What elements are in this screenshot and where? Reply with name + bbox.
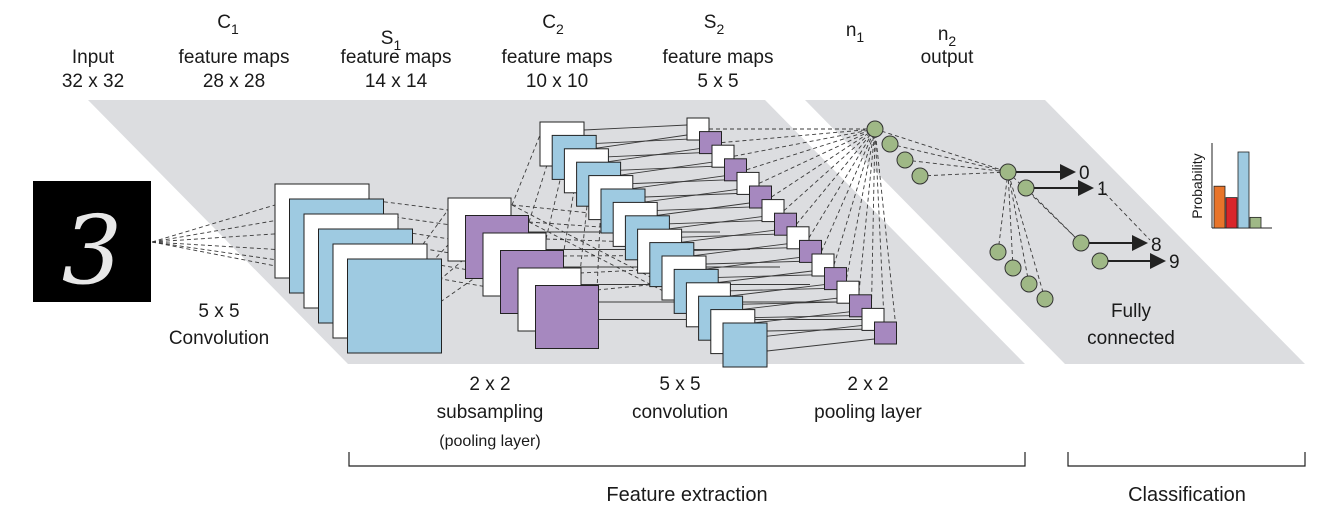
probability-bar	[1213, 185, 1226, 229]
n2-desc: output	[921, 47, 975, 68]
output-node	[999, 163, 1017, 181]
probability-bar	[1249, 216, 1262, 229]
fully-connected-nodes	[866, 120, 1109, 308]
hidden-node	[911, 167, 929, 185]
output-label-9: 9	[1169, 252, 1180, 273]
classification-bracket	[1067, 452, 1306, 467]
input-image: 3	[33, 181, 151, 306]
n1-letter: n	[846, 20, 857, 41]
n2-letter: n	[938, 24, 949, 45]
s2-desc: feature maps	[663, 47, 774, 68]
output-node	[1091, 252, 1109, 270]
c2-sub: 2	[556, 21, 564, 37]
probability-chart: Probability	[1189, 143, 1272, 229]
c2-letter: C	[542, 12, 556, 33]
s1-feature-maps	[447, 197, 599, 349]
s2-size: 5 x 5	[697, 71, 738, 92]
subsampling-name: subsampling	[437, 402, 544, 423]
fc-line1: Fully	[1111, 301, 1152, 322]
s1-size: 14 x 14	[365, 71, 428, 92]
hidden-node	[989, 243, 1007, 261]
subsampling-label: 2 x 2 subsampling (pooling layer)	[437, 374, 544, 450]
c1-desc: feature maps	[179, 47, 290, 68]
header-n1: n1	[846, 20, 865, 45]
header-s1: S1 feature maps 14 x 14	[341, 28, 452, 92]
probability-bar	[1225, 197, 1238, 229]
pooling-name: pooling layer	[814, 402, 922, 423]
s2-map	[874, 321, 897, 345]
conv1-name: Convolution	[169, 328, 269, 349]
s2-letter: S	[704, 12, 717, 33]
subsampling-note: (pooling layer)	[439, 433, 540, 450]
c1-map	[347, 258, 442, 354]
header-input: Input 32 x 32	[62, 47, 124, 92]
fc-label: Fully connected	[1087, 301, 1175, 349]
svg-text:n1: n1	[846, 20, 865, 45]
hidden-node	[881, 135, 899, 153]
hidden-node	[866, 120, 884, 138]
c1-size: 28 x 28	[203, 71, 265, 92]
probability-axis-label: Probability	[1189, 153, 1205, 218]
feature-extraction-label: Feature extraction	[606, 484, 767, 506]
input-label: Input	[72, 47, 115, 68]
header-c2: C2 feature maps 10 x 10	[502, 12, 613, 92]
input-size: 32 x 32	[62, 71, 124, 92]
svg-text:S2: S2	[704, 12, 725, 37]
c2-feature-maps	[539, 121, 768, 368]
c1-letter: C	[217, 12, 231, 33]
s2-sub: 2	[716, 21, 724, 37]
svg-text:S1: S1	[381, 28, 402, 53]
s1-map	[535, 285, 599, 349]
subsampling-size: 2 x 2	[469, 374, 510, 395]
s1-sub: 1	[393, 37, 401, 53]
output-label-0: 0	[1079, 163, 1090, 184]
svg-text:n2: n2	[938, 24, 957, 49]
output-label-1: 1	[1097, 179, 1108, 200]
input-digit: 3	[62, 196, 122, 306]
pooling-size: 2 x 2	[847, 374, 888, 395]
header-s2: S2 feature maps 5 x 5	[663, 12, 774, 92]
header-c1: C1 feature maps 28 x 28	[179, 12, 290, 92]
svg-text:C1: C1	[217, 12, 239, 37]
hidden-node	[896, 151, 914, 169]
output-node	[1017, 179, 1035, 197]
probability-bar	[1237, 151, 1250, 229]
conv1-label: 5 x 5 Convolution	[169, 301, 269, 349]
c1-sub: 1	[231, 21, 239, 37]
c2-desc: feature maps	[502, 47, 613, 68]
c1-feature-maps	[274, 183, 442, 354]
n1-sub: 1	[856, 29, 864, 45]
output-node	[1072, 234, 1090, 252]
s2-feature-maps	[686, 117, 897, 345]
output-arrows	[1016, 164, 1166, 269]
feature-extraction-bracket	[348, 452, 1026, 467]
classification-label: Classification	[1128, 484, 1246, 506]
conv2-name: convolution	[632, 402, 728, 423]
s1-letter: S	[381, 28, 394, 49]
n2-sub: 2	[948, 33, 956, 49]
hidden-node	[1020, 275, 1038, 293]
s1-desc: feature maps	[341, 47, 452, 68]
c2-size: 10 x 10	[526, 71, 588, 92]
pooling-label: 2 x 2 pooling layer	[814, 374, 922, 423]
output-label-8: 8	[1151, 235, 1162, 256]
conv2-size: 5 x 5	[659, 374, 700, 395]
conv1-size: 5 x 5	[198, 301, 239, 322]
fc-line2: connected	[1087, 328, 1175, 349]
hidden-node	[1036, 290, 1054, 308]
c2-map	[722, 322, 768, 368]
classification-plane	[805, 100, 1305, 364]
svg-text:C2: C2	[542, 12, 564, 37]
conv2-label: 5 x 5 convolution	[632, 374, 728, 423]
hidden-node	[1004, 259, 1022, 277]
header-n2: n2 output	[921, 24, 975, 68]
solid-connection-lines	[450, 124, 875, 352]
